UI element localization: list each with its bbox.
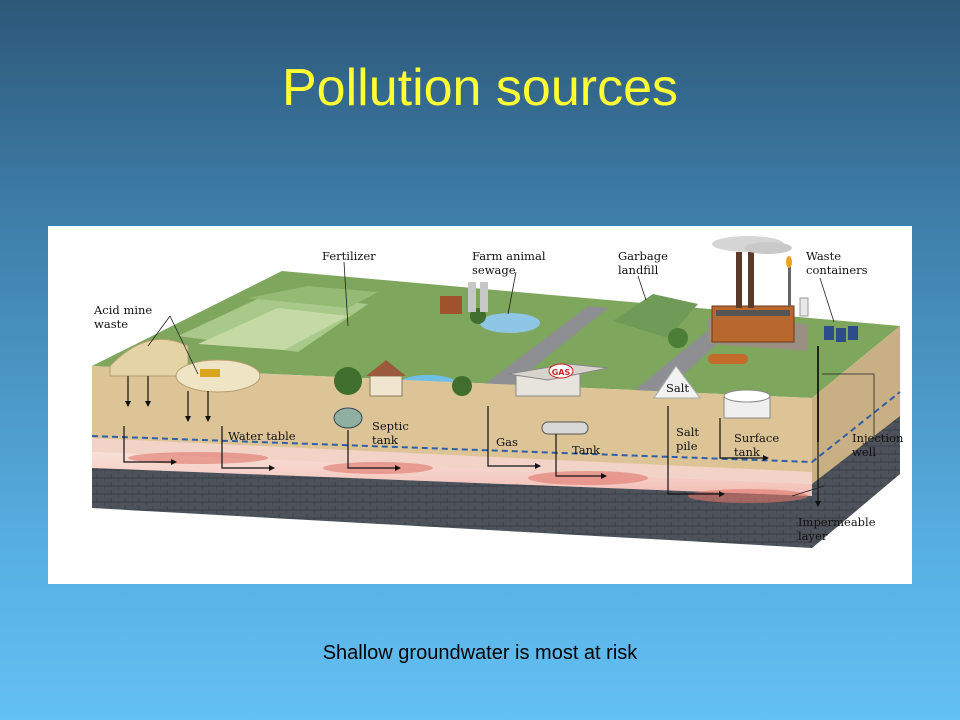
label-impermeable: Impermeable <box>798 515 876 529</box>
salt-label: Salt <box>666 381 689 395</box>
label-gas: Gas <box>496 435 518 449</box>
label-acid-mine: Acid mine <box>93 303 152 317</box>
pollution-diagram: GAS Salt <box>48 226 912 584</box>
slide-title: Pollution sources <box>282 59 678 117</box>
gas-sign: GAS <box>552 368 571 377</box>
label-salt-pile-2: pile <box>676 439 698 453</box>
label-sewage: sewage <box>472 263 516 277</box>
farm-buildings <box>440 282 488 314</box>
factory <box>711 236 795 343</box>
underground-tanks <box>333 407 589 435</box>
label-salt-pile-1: Salt <box>676 425 699 439</box>
label-landfill: landfill <box>618 263 659 277</box>
gas-station: GAS <box>507 363 609 397</box>
slide-caption: Shallow groundwater is most at risk <box>322 642 638 664</box>
label-waste: Waste <box>806 249 841 263</box>
label-septic-tank: tank <box>372 433 399 447</box>
label-layer: layer <box>798 529 828 543</box>
label-water-table: Water table <box>228 429 296 443</box>
label-septic: Septic <box>372 419 409 433</box>
flow-arrows <box>123 376 821 507</box>
label-tank: Tank <box>572 443 601 457</box>
label-garbage: Garbage <box>618 249 668 263</box>
label-surface-tank: tank <box>734 445 761 459</box>
leader-lines <box>147 261 875 497</box>
salt-pile: Salt <box>653 365 701 399</box>
waste-containers <box>799 297 858 342</box>
acid-mine-waste <box>109 338 261 393</box>
surface-tank <box>723 389 771 419</box>
label-waste-acid: waste <box>94 317 128 331</box>
label-containers: containers <box>806 263 868 277</box>
label-surface: Surface <box>734 431 779 445</box>
cross-section <box>91 326 901 548</box>
diagram-labels: Fertilizer Farm animal sewage Garbage la… <box>93 249 904 543</box>
label-farm-animal: Farm animal <box>472 249 546 263</box>
label-fertilizer: Fertilizer <box>322 249 376 263</box>
tanker-truck <box>708 354 748 364</box>
label-well: well <box>852 445 876 459</box>
house <box>366 360 406 397</box>
label-injection: Injection <box>852 431 904 445</box>
